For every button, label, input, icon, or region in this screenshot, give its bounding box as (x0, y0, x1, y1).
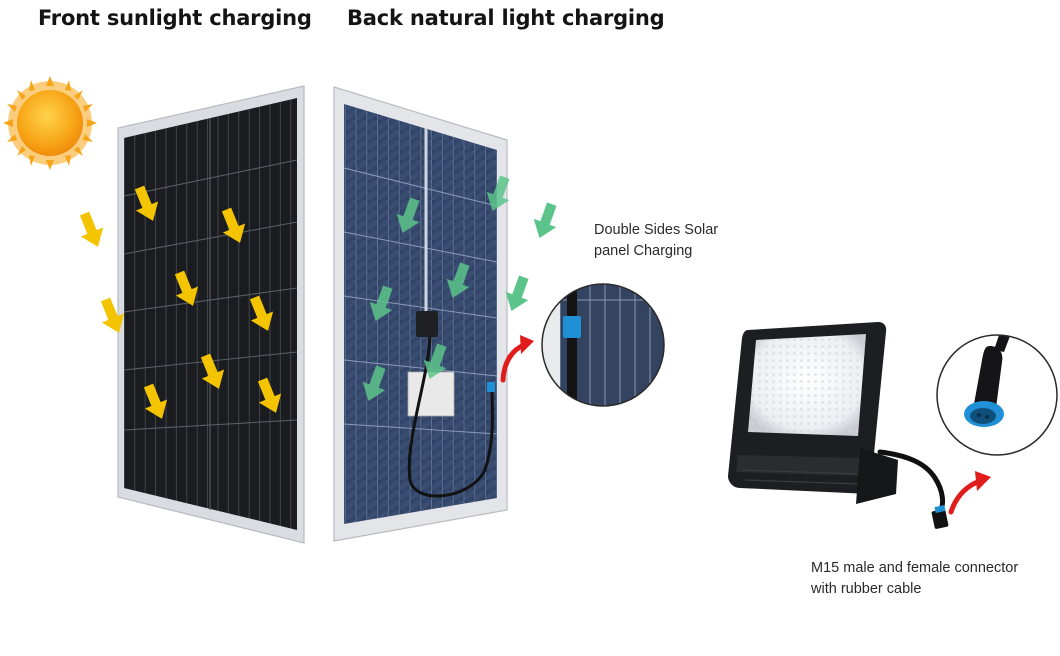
arrow-down-icon (362, 365, 386, 402)
arrow-down-icon (174, 270, 199, 306)
caption-line: Double Sides Solar (594, 222, 719, 238)
double-sided-caption: Double Sides Solar panel Charging (594, 220, 764, 262)
floodlight-product (728, 322, 949, 529)
front-light-arrows (79, 185, 282, 419)
arrow-down-icon (221, 207, 246, 243)
arrow-down-icon (423, 343, 447, 380)
arrow-down-icon (134, 185, 159, 221)
connector-caption: M15 male and female connector with rubbe… (811, 558, 1051, 600)
caption-line: panel Charging (594, 243, 693, 259)
arrow-down-icon (257, 377, 282, 413)
arrow-down-icon (446, 262, 470, 299)
back-light-arrows (362, 175, 557, 402)
junction-box (416, 311, 438, 337)
spec-label (407, 371, 455, 417)
arrow-down-icon (486, 175, 510, 212)
sun-icon (3, 76, 97, 170)
arrow-down-icon (143, 383, 168, 419)
arrow-down-icon (533, 202, 557, 239)
caption-line: M15 male and female connector (811, 560, 1019, 576)
back-charging-heading: Back natural light charging (347, 6, 665, 30)
arrow-down-icon (249, 295, 274, 331)
curved-arrow-icon (948, 471, 991, 515)
arrow-down-icon (505, 275, 529, 312)
arrow-down-icon (79, 211, 104, 247)
caption-line: with rubber cable (811, 581, 922, 597)
front-charging-heading: Front sunlight charging (38, 6, 312, 30)
panel-connector-zoom (541, 283, 665, 407)
arrow-down-icon (396, 197, 420, 234)
m15-connector-zoom (936, 334, 1058, 456)
arrow-down-icon (200, 353, 225, 389)
back-solar-panel (333, 86, 508, 542)
arrow-down-icon (100, 297, 125, 333)
arrow-down-icon (369, 285, 393, 322)
front-solar-panel (117, 85, 305, 544)
curved-arrow-icon (500, 335, 534, 383)
